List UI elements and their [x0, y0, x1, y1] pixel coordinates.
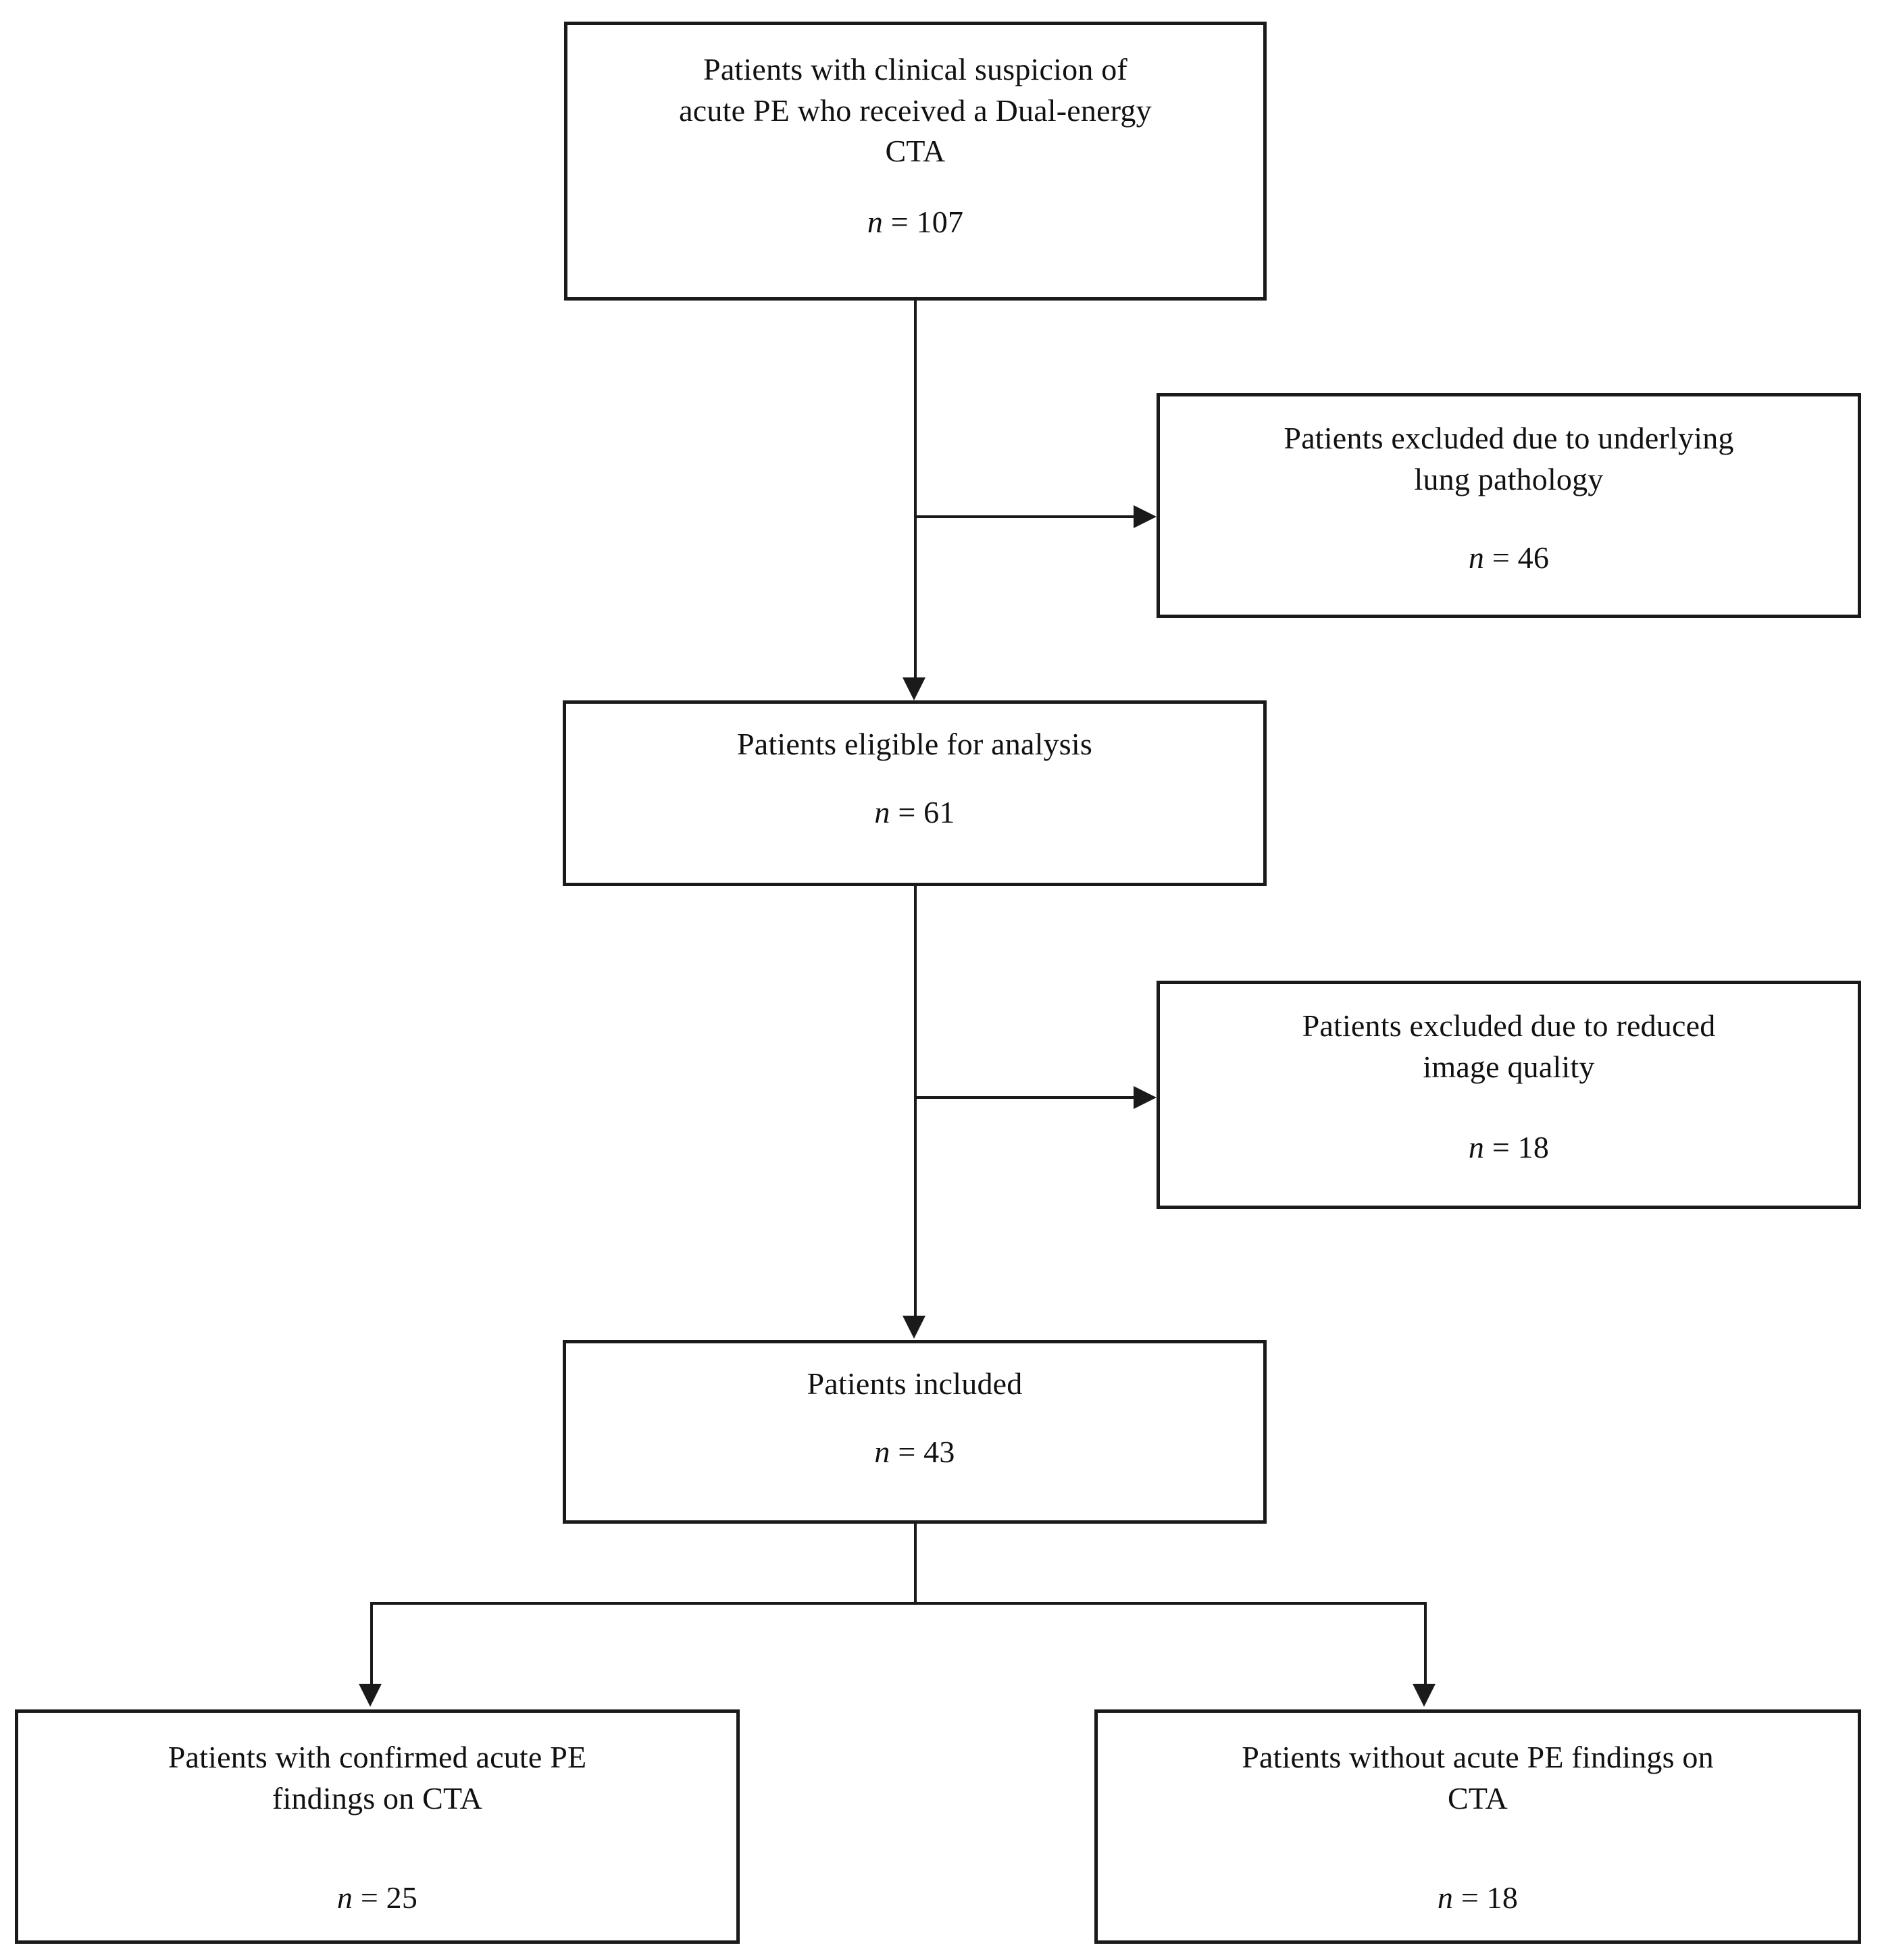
node-pe-negative-title: Patients without acute PE findings on CT…: [1242, 1740, 1714, 1815]
node-pe-negative-count: n = 18: [1438, 1878, 1518, 1918]
node-excluded-quality-count-label: n: [1468, 1130, 1485, 1164]
node-pe-positive-count-value: = 25: [360, 1880, 418, 1915]
node-screened-count-label: n: [867, 205, 884, 239]
connector-split-horizontal: [370, 1602, 1425, 1605]
node-eligible-count: n = 61: [874, 792, 955, 833]
node-pe-positive-count-label: n: [336, 1880, 353, 1915]
node-excluded-pathology-title: Patients excluded due to underlying lung…: [1284, 421, 1734, 496]
node-pe-negative: Patients without acute PE findings on CT…: [1094, 1709, 1861, 1944]
connector-to-excluded-quality: [914, 1096, 1134, 1099]
node-eligible-count-label: n: [874, 795, 890, 829]
node-screened-title: Patients with clinical suspicion of acut…: [679, 52, 1152, 169]
arrow-down-icon-pe-negative: [1413, 1684, 1436, 1707]
node-eligible-count-value: = 61: [898, 795, 955, 829]
node-included-count-value: = 43: [898, 1435, 955, 1469]
node-included: Patients included n = 43: [563, 1340, 1267, 1524]
node-included-count: n = 43: [874, 1432, 955, 1472]
node-pe-positive-count: n = 25: [337, 1878, 417, 1918]
node-screened-count-value: = 107: [890, 205, 964, 239]
node-screened-count: n = 107: [867, 202, 963, 242]
arrow-right-icon-excluded-pathology: [1134, 505, 1157, 528]
connector-split-to-pe-negative: [1424, 1602, 1427, 1686]
node-excluded-quality-count: n = 18: [1469, 1127, 1549, 1168]
node-pe-negative-count-value: = 18: [1461, 1880, 1519, 1915]
node-excluded-pathology-count: n = 46: [1469, 538, 1549, 578]
arrow-down-icon-pe-positive: [359, 1684, 382, 1707]
arrow-down-icon-included: [903, 1316, 925, 1339]
arrow-right-icon-excluded-quality: [1134, 1086, 1157, 1109]
connector-eligible-to-included: [914, 886, 917, 1318]
node-screened: Patients with clinical suspicion of acut…: [564, 22, 1267, 301]
node-included-title: Patients included: [807, 1366, 1023, 1401]
connector-split-to-pe-positive: [370, 1602, 373, 1686]
node-eligible-title: Patients eligible for analysis: [737, 727, 1092, 761]
node-pe-positive: Patients with confirmed acute PE finding…: [15, 1709, 740, 1944]
node-excluded-pathology: Patients excluded due to underlying lung…: [1157, 393, 1861, 618]
node-excluded-quality-title: Patients excluded due to reduced image q…: [1302, 1008, 1716, 1084]
connector-screened-to-eligible: [914, 301, 917, 680]
node-excluded-pathology-count-label: n: [1468, 540, 1485, 575]
node-eligible: Patients eligible for analysis n = 61: [563, 700, 1267, 886]
node-excluded-quality-count-value: = 18: [1492, 1130, 1550, 1164]
node-excluded-pathology-count-value: = 46: [1492, 540, 1550, 575]
connector-to-excluded-pathology: [914, 515, 1134, 518]
node-excluded-quality: Patients excluded due to reduced image q…: [1157, 981, 1861, 1209]
connector-included-to-split: [914, 1524, 917, 1603]
node-included-count-label: n: [874, 1435, 890, 1469]
node-pe-negative-count-label: n: [1437, 1880, 1454, 1915]
arrow-down-icon-eligible: [903, 677, 925, 700]
node-pe-positive-title: Patients with confirmed acute PE finding…: [168, 1740, 587, 1815]
